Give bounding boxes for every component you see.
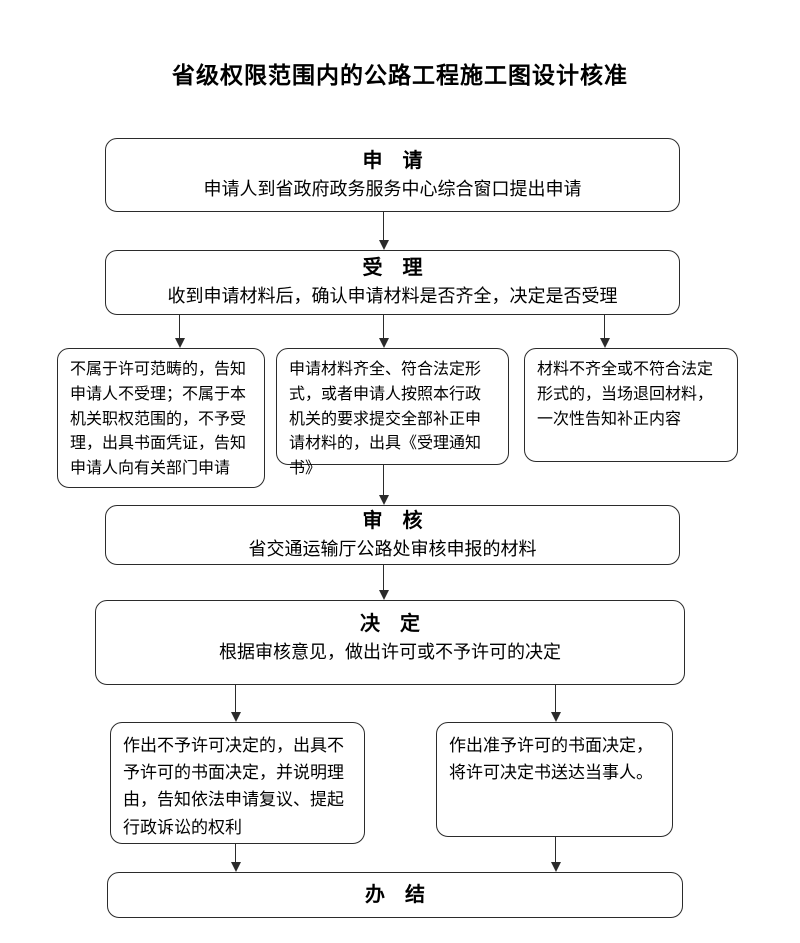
arrow-decision-to-grant xyxy=(550,685,561,722)
arrow-shaft xyxy=(382,212,385,241)
arrow-deny-to-complete xyxy=(230,844,241,872)
node-complete-title: 办 结 xyxy=(365,884,425,906)
arrow-head-icon xyxy=(378,240,389,250)
arrow-apply-to-accept xyxy=(378,212,389,250)
arrow-head-icon xyxy=(230,712,241,722)
arrow-shaft xyxy=(554,837,557,863)
node-review-body: 省交通运输厅公路处审核申报的材料 xyxy=(248,538,537,559)
arrow-review-to-decision xyxy=(378,565,389,600)
node-accept-body: 收到申请材料后，确认申请材料是否齐全，决定是否受理 xyxy=(167,286,618,307)
arrow-shaft xyxy=(234,685,237,713)
node-accept-title: 受 理 xyxy=(362,257,423,280)
node-complete: 办 结 xyxy=(107,872,683,918)
node-returned-body: 材料不齐全或不符合法定形式的，当场退回材料，一次性告知补正内容 xyxy=(537,361,714,428)
node-deny-body: 作出不予许可决定的，出具不予许可的书面决定，并说明理由，告知依法申请复议、提起行… xyxy=(123,736,344,837)
arrow-shaft xyxy=(603,315,606,339)
node-deny: 作出不予许可决定的，出具不予许可的书面决定，并说明理由，告知依法申请复议、提起行… xyxy=(110,722,365,844)
node-not-accepted-body: 不属于许可范畴的，告知申请人不受理；不属于本机关职权范围的，不予受理，出具书面凭… xyxy=(70,361,247,478)
arrow-decision-to-deny xyxy=(230,685,241,722)
arrow-accepted-to-review xyxy=(378,465,389,505)
node-decision: 决 定 根据审核意见，做出许可或不予许可的决定 xyxy=(95,600,685,685)
node-grant: 作出准予许可的书面决定，将许可决定书送达当事人。 xyxy=(436,722,673,837)
arrow-head-icon xyxy=(378,495,389,505)
arrow-shaft xyxy=(178,315,181,339)
arrow-accept-to-returned xyxy=(599,315,610,348)
arrow-accept-to-not-accepted xyxy=(174,315,185,348)
node-review: 审 核 省交通运输厅公路处审核申报的材料 xyxy=(105,505,680,565)
arrow-head-icon xyxy=(550,712,561,722)
arrow-head-icon xyxy=(230,862,241,872)
arrow-shaft xyxy=(234,844,237,863)
arrow-shaft xyxy=(382,465,385,496)
node-accepted: 申请材料齐全、符合法定形式，或者申请人按照本行政机关的要求提交全部补正申请材料的… xyxy=(276,348,509,477)
arrow-head-icon xyxy=(378,338,389,348)
arrow-head-icon xyxy=(378,590,389,600)
node-decision-body: 根据审核意见，做出许可或不予许可的决定 xyxy=(219,642,561,662)
page-title: 省级权限范围内的公路工程施工图设计核准 xyxy=(172,62,628,88)
node-apply-body: 申请人到省政府政务服务中心综合窗口提出申请 xyxy=(203,178,582,199)
node-not-accepted: 不属于许可范畴的，告知申请人不受理；不属于本机关职权范围的，不予受理，出具书面凭… xyxy=(57,348,265,488)
node-returned: 材料不齐全或不符合法定形式的，当场退回材料，一次性告知补正内容 xyxy=(524,348,738,462)
node-review-title: 审 核 xyxy=(362,509,423,532)
arrow-shaft xyxy=(554,685,557,713)
node-decision-title: 决 定 xyxy=(360,613,420,635)
node-apply-title: 申 请 xyxy=(362,149,423,172)
node-apply: 申 请 申请人到省政府政务服务中心综合窗口提出申请 xyxy=(105,138,680,212)
arrow-head-icon xyxy=(599,338,610,348)
node-accept: 受 理 收到申请材料后，确认申请材料是否齐全，决定是否受理 xyxy=(105,250,680,315)
arrow-grant-to-complete xyxy=(550,837,561,872)
arrow-head-icon xyxy=(550,862,561,872)
arrow-accept-to-accepted xyxy=(378,315,389,348)
arrow-shaft xyxy=(382,565,385,591)
node-grant-body: 作出准予许可的书面决定，将许可决定书送达当事人。 xyxy=(449,736,653,783)
arrow-head-icon xyxy=(174,338,185,348)
arrow-shaft xyxy=(382,315,385,339)
node-accepted-body: 申请材料齐全、符合法定形式，或者申请人按照本行政机关的要求提交全部补正申请材料的… xyxy=(289,361,482,478)
